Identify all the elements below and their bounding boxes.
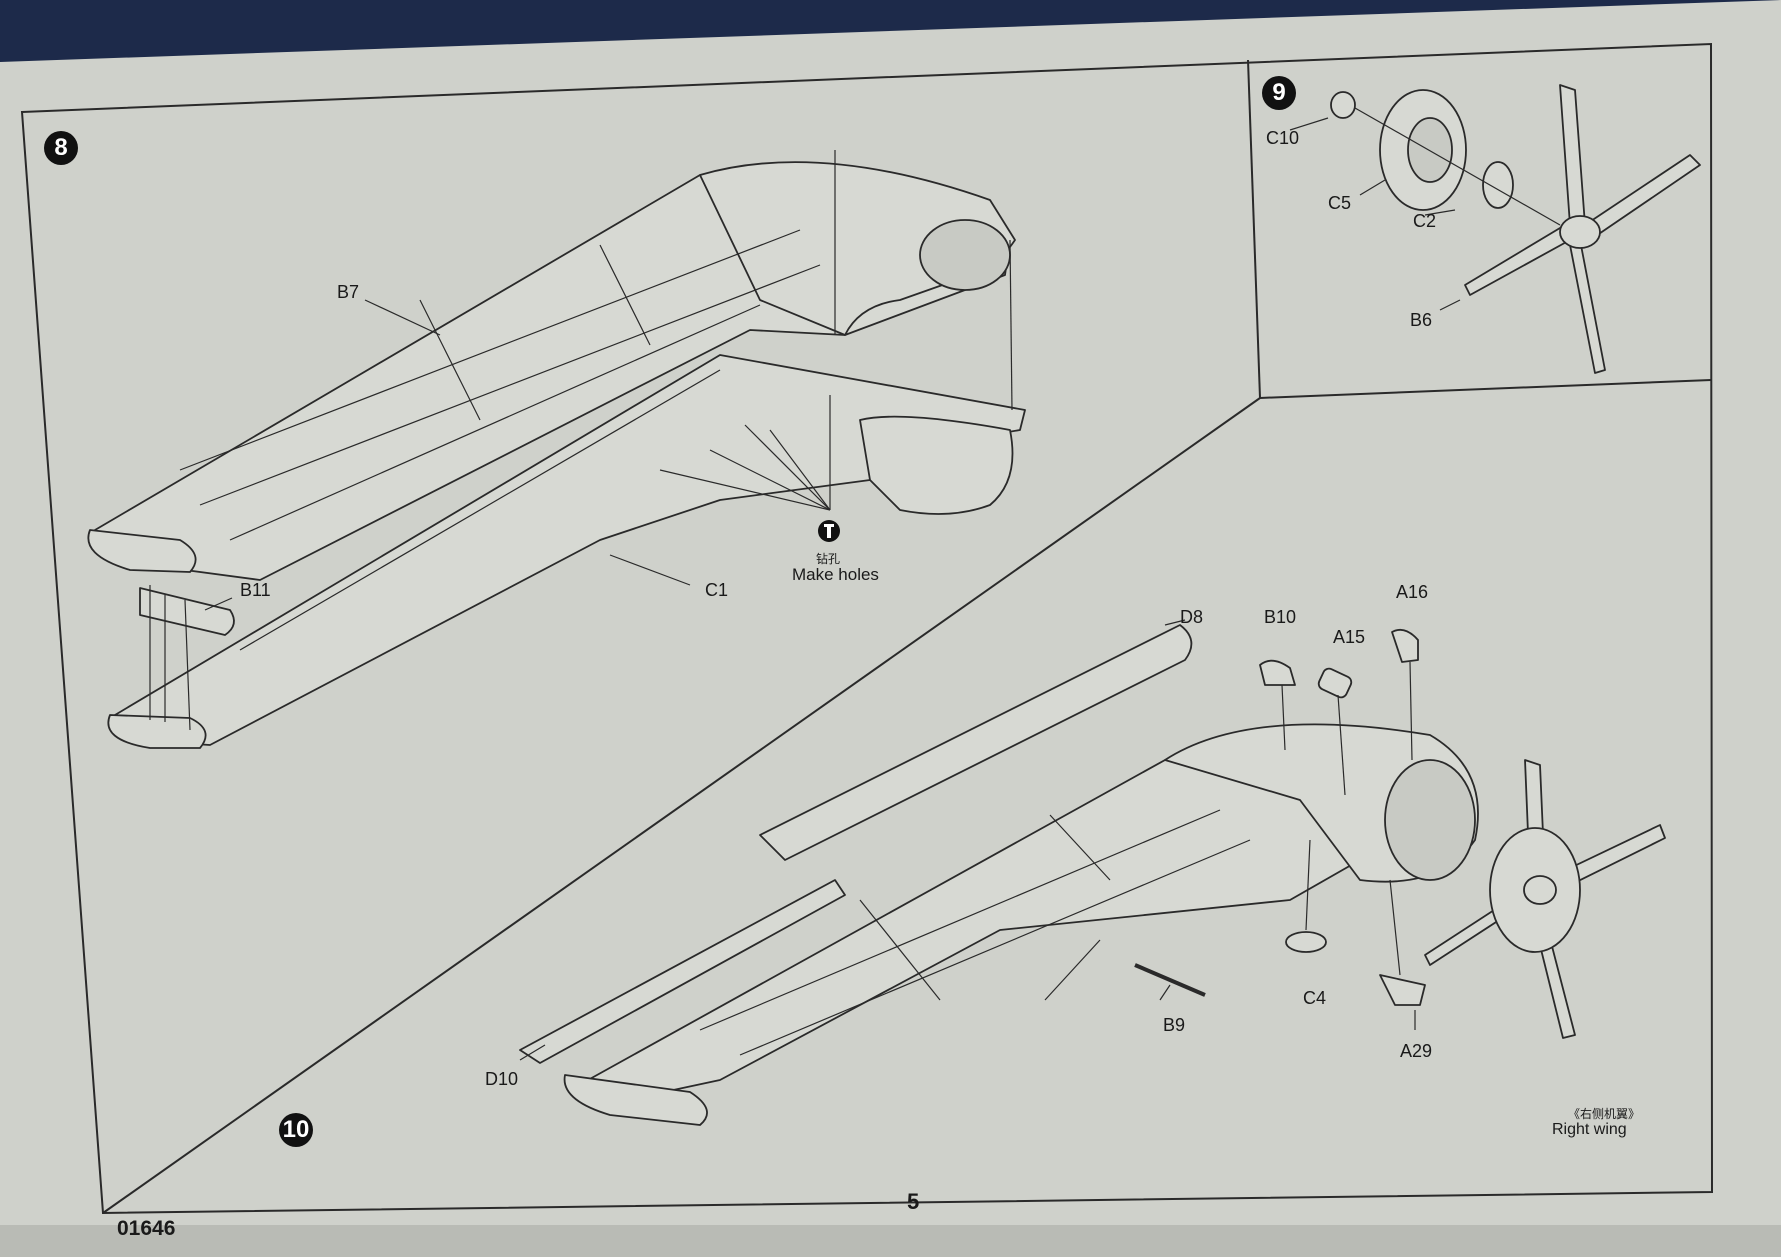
panel-line [599, 244, 651, 346]
leader-b11 [204, 597, 233, 611]
part-c5-inner [1407, 117, 1453, 183]
part-d10-shape [519, 879, 846, 1064]
nacelle-lower [859, 415, 1014, 515]
arrow-guide [1409, 661, 1413, 761]
step9-divider-h [1259, 379, 1712, 399]
step8-details [149, 150, 1013, 731]
part-c10-shape [1330, 91, 1356, 119]
panel-line [199, 264, 821, 506]
part-b9-shape [1134, 963, 1206, 997]
part-b11-shape [139, 587, 235, 636]
part-a16-shape [1391, 628, 1419, 663]
step9-drawing [1330, 84, 1701, 374]
part-a29-shape [1379, 974, 1426, 1006]
panel-line [229, 304, 761, 541]
wing-tip [87, 529, 197, 573]
leader-b7 [364, 299, 441, 336]
arrow-guide [1009, 239, 1013, 411]
leader-c2 [1424, 209, 1456, 216]
part-b10-shape [1259, 659, 1296, 686]
arrow-guide [1281, 684, 1286, 751]
panel-line [1049, 814, 1111, 881]
drill-leader [744, 424, 831, 511]
part-a15-shape [1317, 667, 1353, 699]
panel-line [179, 229, 801, 471]
nacelle-opening [919, 219, 1011, 291]
drill-leader [769, 429, 831, 511]
drill-leader [709, 449, 831, 511]
arrow-guide [1044, 939, 1101, 1001]
leader-c1 [609, 554, 691, 586]
arrow-guide [184, 599, 191, 731]
step10-details [519, 619, 1416, 1061]
right-wing-tip [563, 1074, 708, 1126]
part-c2-shape [1482, 161, 1514, 209]
outer-frame [20, 42, 1714, 1215]
leader-c5 [1359, 179, 1386, 196]
leader-d10 [519, 1044, 546, 1061]
panel-frames [20, 42, 1714, 1215]
part-c4-shape [1285, 931, 1327, 953]
paper-shadow [0, 1225, 1781, 1257]
panel-line [739, 839, 1251, 1056]
spinner-hub [1559, 215, 1601, 249]
step9-divider-v [1247, 59, 1261, 399]
part-d8-shape [759, 624, 1193, 861]
panel-line [419, 299, 481, 421]
assembly-axis [1354, 107, 1561, 226]
diagonal-divider [102, 397, 1261, 1214]
leading-edge-line [239, 369, 721, 651]
leader-d8 [1164, 619, 1186, 626]
panel-line [699, 809, 1221, 1031]
step9-leaders [1289, 107, 1561, 311]
leader-c10 [1289, 117, 1329, 131]
panel-line [859, 899, 941, 1001]
right-nacelle-opening [1384, 759, 1476, 881]
leader-b6 [1439, 299, 1461, 311]
arrow-guide [1337, 694, 1346, 796]
arrow-guide [1389, 879, 1401, 976]
drill-leader [659, 469, 831, 511]
arrow-guide [1305, 839, 1311, 931]
right-spinner-hub [1523, 875, 1557, 905]
engine-nacelle-upper [699, 161, 1016, 336]
leader-b9 [1159, 984, 1171, 1001]
lower-wing-tip [107, 714, 207, 749]
step8-drawing [87, 161, 1026, 749]
